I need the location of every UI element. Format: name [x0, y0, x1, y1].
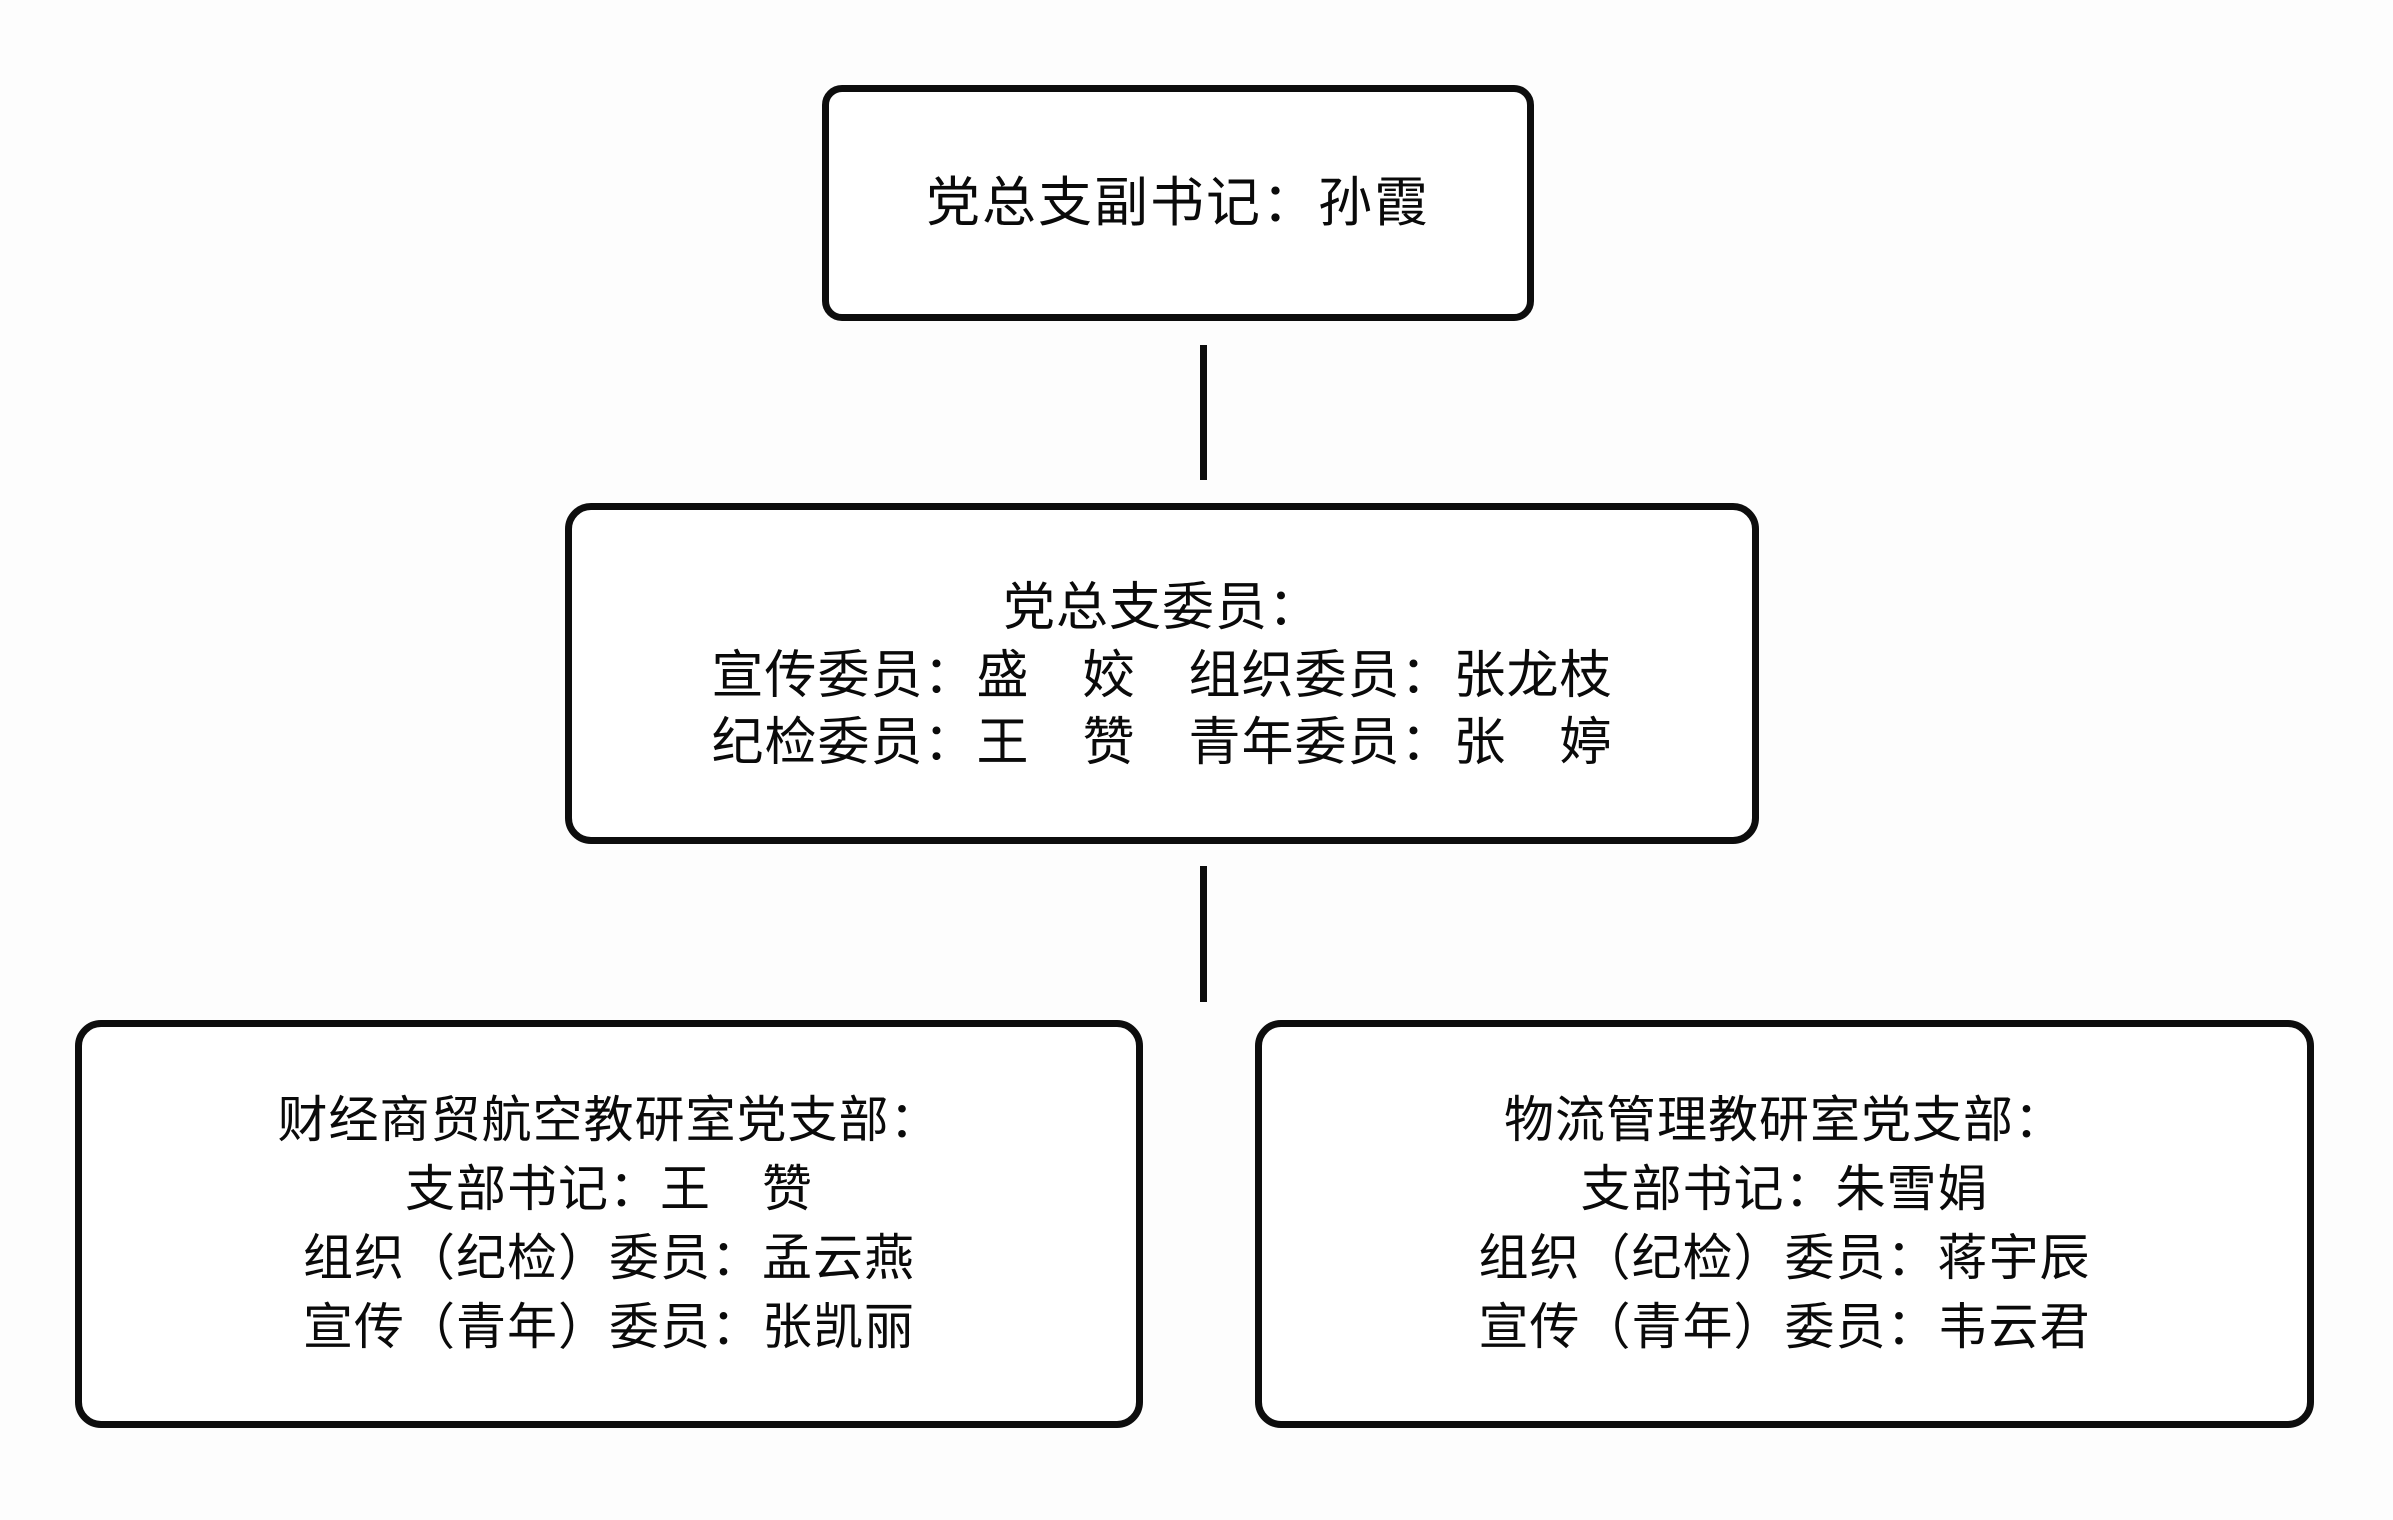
node-bl-line-2: 支部书记：王 赞 — [405, 1160, 813, 1218]
connector-top-to-middle — [1200, 345, 1207, 480]
node-br-line-2: 支部书记：朱雪娟 — [1580, 1160, 1989, 1218]
node-bl-line-3: 组织（纪检）委员：孟云燕 — [303, 1229, 915, 1287]
node-br-line-4: 宣传（青年）委员：韦云君 — [1478, 1298, 2091, 1356]
node-finance-trade-aviation-branch[interactable]: 财经商贸航空教研室党支部： 支部书记：王 赞 组织（纪检）委员：孟云燕 宣传（青… — [75, 1020, 1143, 1428]
connector-middle-to-bottom — [1200, 866, 1207, 1002]
node-logistics-management-branch[interactable]: 物流管理教研室党支部： 支部书记：朱雪娟 组织（纪检）委员：蒋宇辰 宣传（青年）… — [1255, 1020, 2314, 1428]
node-bl-line-4: 宣传（青年）委员：张凯丽 — [303, 1298, 915, 1356]
node-bl-line-1: 财经商贸航空教研室党支部： — [277, 1091, 941, 1149]
node-mid-line-1: 党总支委员： — [1002, 577, 1321, 638]
node-party-deputy-secretary[interactable]: 党总支副书记：孙霞 — [822, 85, 1534, 321]
node-mid-line-3: 纪检委员：王 赞 青年委员：张 婷 — [711, 712, 1613, 773]
node-top-line-1: 党总支副书记：孙霞 — [926, 171, 1430, 235]
node-party-committee-members[interactable]: 党总支委员： 宣传委员：盛 姣 组织委员：张龙枝 纪检委员：王 赞 青年委员：张… — [565, 503, 1759, 844]
node-br-line-3: 组织（纪检）委员：蒋宇辰 — [1478, 1229, 2091, 1287]
node-mid-line-2: 宣传委员：盛 姣 组织委员：张龙枝 — [711, 646, 1613, 707]
node-br-line-1: 物流管理教研室党支部： — [1504, 1091, 2065, 1149]
